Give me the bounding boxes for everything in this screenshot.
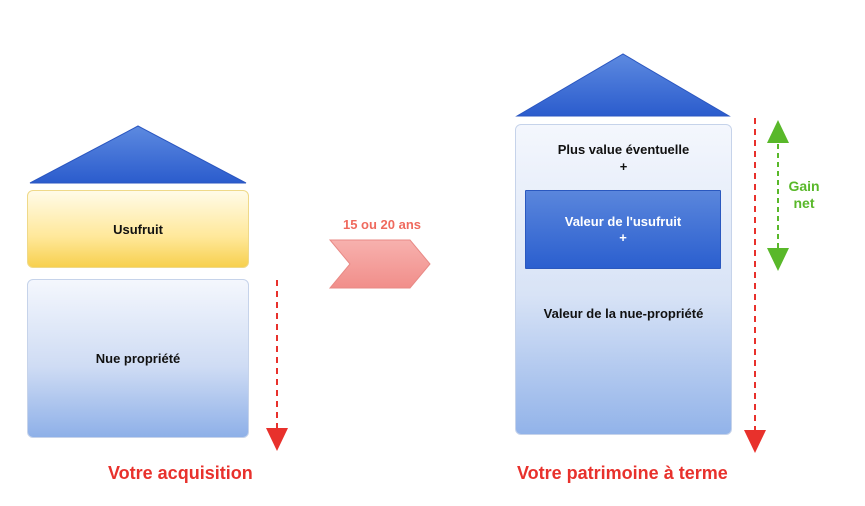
nue-propriete-label: Nue propriété xyxy=(95,351,181,366)
valeur-usufruit-label: Valeur de l'usufruit xyxy=(564,213,682,229)
patrimoine-block xyxy=(515,124,732,435)
caption-acquisition: Votre acquisition xyxy=(108,463,253,483)
valeur-nue-propriete-label: Valeur de la nue-propriété xyxy=(543,306,704,321)
plus-sign: + xyxy=(619,159,628,174)
gain-net-label: Gain net xyxy=(786,178,822,212)
left-roof xyxy=(29,125,247,184)
duration-label: 15 ou 20 ans xyxy=(342,217,422,232)
usufruit-block: Usufruit xyxy=(27,190,249,268)
caption-patrimoine: Votre patrimoine à terme xyxy=(517,463,728,483)
transition-arrow xyxy=(328,239,431,289)
gain-line-1: Gain xyxy=(788,178,820,194)
gain-arrow-head-down xyxy=(767,248,789,271)
gain-arrow-head-up xyxy=(767,120,789,143)
plus-value-text: Plus value éventuelle + xyxy=(515,141,732,175)
usufruit-label: Usufruit xyxy=(113,221,163,237)
plus-sign: + xyxy=(619,229,627,245)
nue-propriete-block: Nue propriété xyxy=(27,279,249,438)
right-roof xyxy=(515,53,731,117)
right-arrow-head xyxy=(744,430,766,453)
gain-line-2: net xyxy=(793,195,815,211)
valeur-usufruit-block: Valeur de l'usufruit + xyxy=(525,190,721,269)
plus-value-label: Plus value éventuelle xyxy=(557,142,690,157)
left-arrow-head xyxy=(266,428,288,451)
